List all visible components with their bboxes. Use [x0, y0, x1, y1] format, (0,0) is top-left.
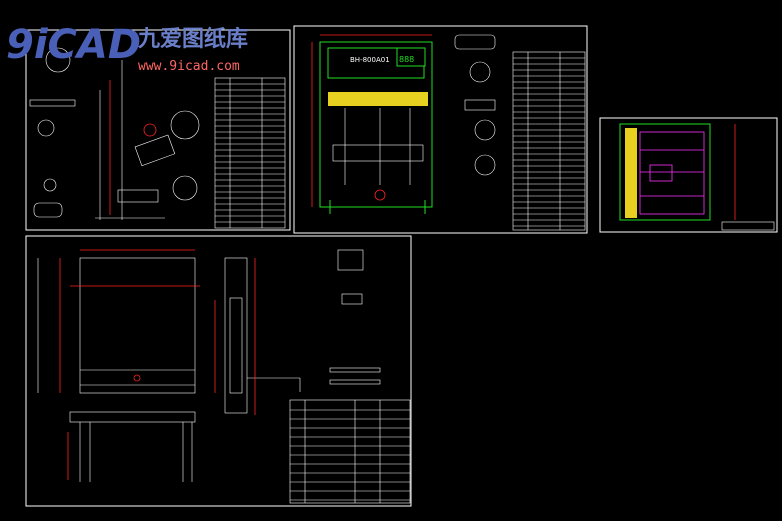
sheet-top-view [599, 117, 778, 233]
cabinet-front-view: 888 BH-800A01 [311, 34, 433, 214]
stand-plan-view [67, 411, 196, 482]
parts-table-2 [512, 51, 586, 231]
stand-front-view [37, 249, 200, 394]
sheet-assembly-details [25, 29, 291, 231]
frame-side-view [29, 47, 200, 220]
filter-band [328, 92, 428, 106]
stand-side-view [214, 257, 301, 415]
watermark-logo: 9iCAD 九爱图纸库 www.9icad.com [6, 22, 248, 74]
site-name: 九爱图纸库 [137, 26, 248, 52]
display-readout: 888 [399, 55, 414, 64]
brand-glyph: 9iCAD [6, 22, 141, 68]
sheet-front-elevation: 888 BH-800A01 [293, 25, 588, 234]
detail-callouts-2 [454, 34, 496, 176]
small-details [329, 249, 381, 385]
parts-table-1 [214, 77, 286, 229]
filter-strip [625, 128, 637, 218]
parts-table-4 [289, 399, 411, 504]
site-url: www.9icad.com [138, 59, 240, 74]
model-label: BH-800A01 [350, 56, 390, 64]
sheet-stand-details [25, 235, 412, 507]
